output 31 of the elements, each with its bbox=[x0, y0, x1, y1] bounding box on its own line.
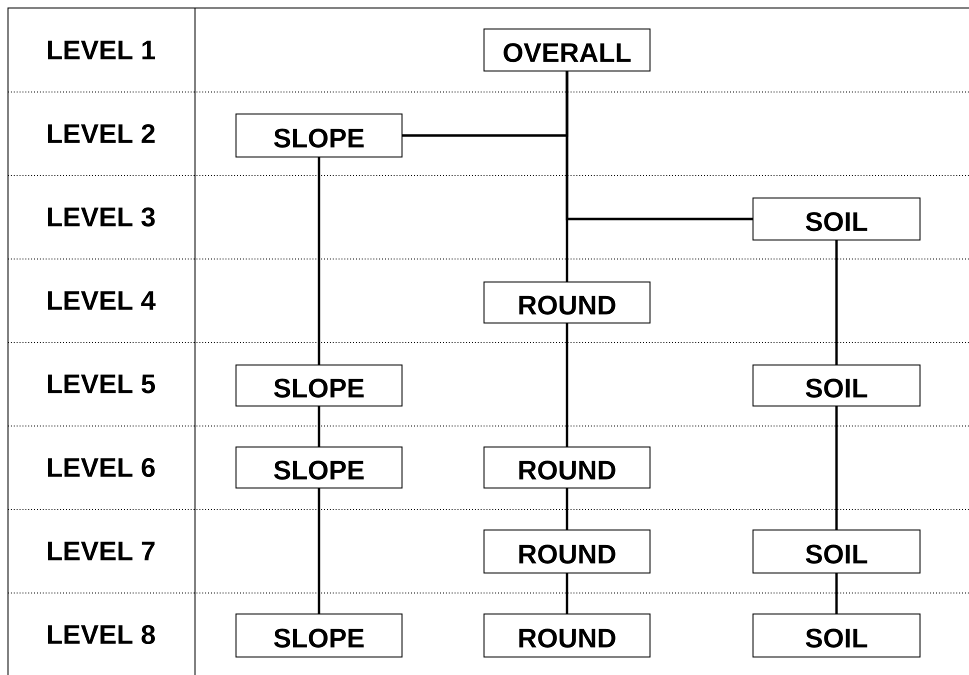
level-box: ROUND bbox=[484, 282, 650, 324]
connector-line bbox=[566, 324, 568, 446]
level-label: LEVEL 5 bbox=[48, 374, 155, 394]
connector-line bbox=[566, 574, 568, 614]
connector-line bbox=[835, 406, 838, 530]
connector-line bbox=[835, 574, 838, 614]
connector-line bbox=[318, 488, 320, 614]
level-box: SOIL bbox=[752, 364, 920, 406]
level-box: SLOPE bbox=[236, 614, 402, 658]
level-box: ROUND bbox=[484, 530, 650, 574]
level-label: LEVEL 3 bbox=[48, 207, 155, 227]
level-label: LEVEL 1 bbox=[48, 40, 155, 60]
level-box: SLOPE bbox=[236, 364, 402, 406]
connector-line bbox=[566, 72, 568, 282]
level-label: LEVEL 8 bbox=[48, 624, 155, 644]
level-box: SOIL bbox=[752, 614, 920, 658]
level-box: ROUND bbox=[484, 446, 650, 488]
connector-line bbox=[318, 406, 320, 446]
connector-line bbox=[835, 240, 838, 364]
level-label: LEVEL 6 bbox=[48, 458, 155, 478]
level-box: SLOPE bbox=[236, 114, 402, 158]
connector-line bbox=[566, 488, 568, 530]
level-box: SOIL bbox=[752, 198, 920, 240]
level-box: ROUND bbox=[484, 614, 650, 658]
level-box: SLOPE bbox=[236, 446, 402, 488]
connector-line bbox=[318, 158, 320, 364]
level-label: LEVEL 2 bbox=[48, 124, 155, 143]
level-label: LEVEL 7 bbox=[48, 542, 155, 560]
level-label: LEVEL 4 bbox=[48, 291, 156, 310]
level-box: OVERALL bbox=[484, 28, 650, 72]
level-box: SOIL bbox=[752, 530, 920, 574]
